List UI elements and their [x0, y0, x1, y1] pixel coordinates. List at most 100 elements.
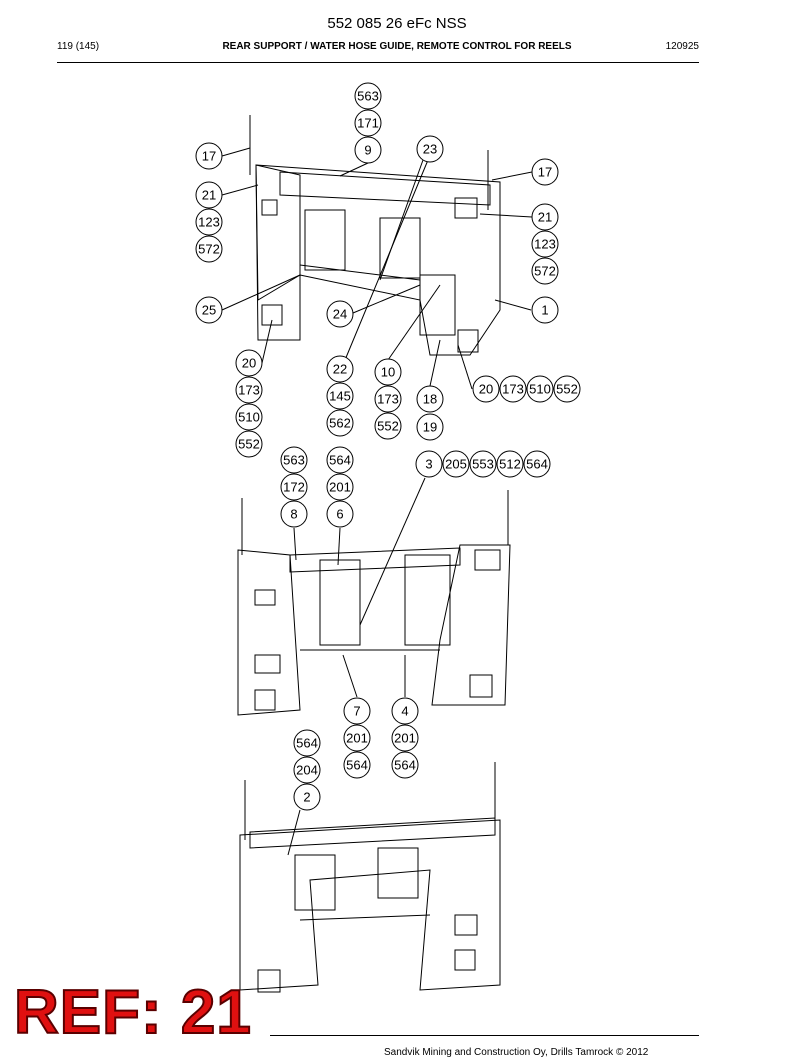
svg-text:572: 572: [534, 264, 556, 279]
callout-bubble: 21: [531, 203, 559, 231]
callout-bubble: 123: [531, 230, 559, 258]
page-number: 119 (145): [57, 41, 100, 52]
svg-text:21: 21: [202, 188, 216, 203]
svg-text:3: 3: [425, 457, 432, 472]
leader-lines-view-3: [287, 809, 301, 856]
callout-bubble: 205: [442, 450, 470, 478]
section-title: REAR SUPPORT / WATER HOSE GUIDE, REMOTE …: [222, 41, 572, 52]
callout-bubble: 9: [354, 136, 382, 164]
callout-bubble: 1: [531, 296, 559, 324]
callout-bubble: 553: [469, 450, 497, 478]
callout-bubble: 6: [326, 500, 354, 528]
callout-bubble: 563: [280, 446, 308, 474]
svg-text:25: 25: [202, 303, 216, 318]
callout-bubble: 564: [293, 729, 321, 757]
callout-bubble: 172: [280, 473, 308, 501]
callout-bubble: 8: [280, 500, 308, 528]
callout-bubble: 562: [326, 409, 354, 437]
callout-bubble: 552: [235, 430, 263, 458]
svg-text:572: 572: [198, 242, 220, 257]
svg-text:2: 2: [303, 790, 310, 805]
svg-text:563: 563: [357, 89, 379, 104]
callout-bubble: 22: [326, 355, 354, 383]
callout-bubble: 21: [195, 181, 223, 209]
callout-bubble: 552: [374, 412, 402, 440]
callout-bubble: 171: [354, 109, 382, 137]
svg-text:10: 10: [381, 365, 395, 380]
callout-bubble: 4: [391, 697, 419, 725]
svg-text:172: 172: [283, 480, 305, 495]
svg-text:173: 173: [377, 392, 399, 407]
svg-text:201: 201: [394, 731, 416, 746]
callout-bubble: 25: [195, 296, 223, 324]
callout-bubble: 510: [526, 375, 554, 403]
svg-text:553: 553: [472, 457, 494, 472]
svg-text:9: 9: [364, 143, 371, 158]
svg-text:173: 173: [502, 382, 524, 397]
drawing-view-3: [239, 762, 501, 993]
callout-bubble: 3: [415, 450, 443, 478]
callout-bubble: 19: [416, 413, 444, 441]
header-divider: [57, 62, 699, 63]
svg-text:23: 23: [423, 142, 437, 157]
callout-bubble: 572: [531, 257, 559, 285]
svg-text:4: 4: [401, 704, 408, 719]
svg-text:552: 552: [238, 437, 260, 452]
svg-text:510: 510: [529, 382, 551, 397]
callouts-view-3: 564 204 2: [293, 729, 321, 811]
callout-bubble: 201: [391, 724, 419, 752]
svg-text:18: 18: [423, 392, 437, 407]
svg-text:564: 564: [296, 736, 318, 751]
svg-text:123: 123: [534, 237, 556, 252]
svg-text:22: 22: [333, 362, 347, 377]
footer-divider: [270, 1035, 699, 1036]
callout-bubble: 512: [496, 450, 524, 478]
svg-text:552: 552: [377, 419, 399, 434]
svg-text:21: 21: [538, 210, 552, 225]
callout-bubble: 564: [391, 751, 419, 779]
callout-bubble: 572: [195, 235, 223, 263]
svg-text:564: 564: [329, 453, 351, 468]
svg-text:8: 8: [290, 507, 297, 522]
drawing-view-1: [249, 115, 501, 356]
svg-text:173: 173: [238, 383, 260, 398]
svg-text:17: 17: [538, 165, 552, 180]
callout-bubble: 18: [416, 385, 444, 413]
svg-text:564: 564: [346, 758, 368, 773]
svg-text:17: 17: [202, 149, 216, 164]
callouts-view-2: 563 172 8 564 201 6 3 205 553 512 564 7 …: [280, 446, 551, 779]
svg-text:145: 145: [329, 389, 351, 404]
leader-lines-view-2: [293, 477, 426, 698]
svg-text:562: 562: [329, 416, 351, 431]
svg-text:510: 510: [238, 410, 260, 425]
svg-text:24: 24: [333, 307, 347, 322]
svg-text:7: 7: [353, 704, 360, 719]
callout-bubble: 23: [416, 135, 444, 163]
callout-bubble: 20: [472, 375, 500, 403]
svg-text:6: 6: [336, 507, 343, 522]
svg-text:205: 205: [445, 457, 467, 472]
callout-bubble: 17: [195, 142, 223, 170]
callout-bubble: 510: [235, 403, 263, 431]
callout-bubble: 204: [293, 756, 321, 784]
callout-bubble: 24: [326, 300, 354, 328]
callout-bubble: 20: [235, 349, 263, 377]
callout-bubble: 145: [326, 382, 354, 410]
callout-bubble: 201: [343, 724, 371, 752]
svg-text:552: 552: [556, 382, 578, 397]
callout-bubble: 564: [343, 751, 371, 779]
svg-text:201: 201: [329, 480, 351, 495]
svg-text:20: 20: [479, 382, 493, 397]
document-title: 552 085 26 eFc NSS: [327, 15, 467, 32]
svg-text:123: 123: [198, 215, 220, 230]
callout-bubble: 173: [499, 375, 527, 403]
callout-bubble: 10: [374, 358, 402, 386]
svg-text:563: 563: [283, 453, 305, 468]
callout-bubble: 173: [235, 376, 263, 404]
svg-text:512: 512: [499, 457, 521, 472]
callout-bubble: 123: [195, 208, 223, 236]
drawing-view-2: [237, 490, 511, 716]
callout-bubble: 201: [326, 473, 354, 501]
svg-text:1: 1: [541, 303, 548, 318]
